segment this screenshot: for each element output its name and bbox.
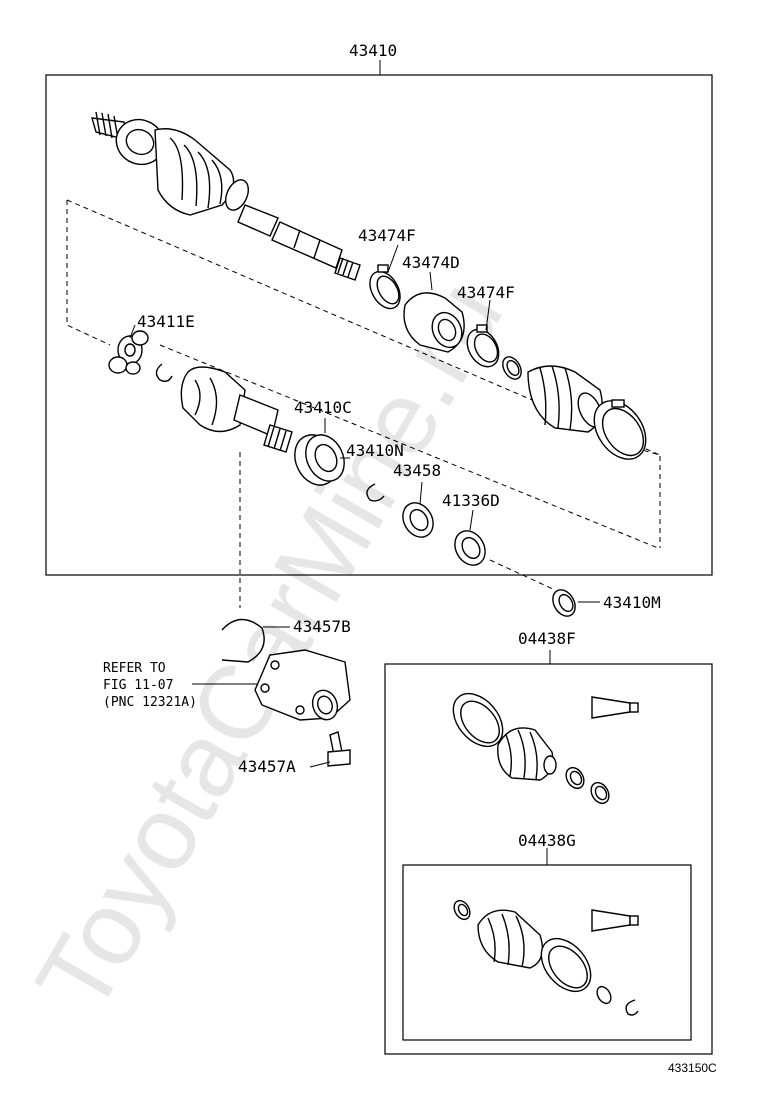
seal-icon — [402, 502, 434, 538]
boot-kit-outer-icon — [452, 692, 639, 805]
label-43474f-a: 43474F — [358, 226, 416, 245]
circlip-icon — [221, 618, 265, 663]
label-43474f-b: 43474F — [457, 283, 515, 302]
snap-ring-icon — [366, 483, 385, 502]
tripod-joint-icon — [108, 330, 149, 375]
label-43410n: 43410N — [346, 441, 404, 460]
label-43410c: 43410C — [294, 398, 352, 417]
reference-note-line1: REFER TO — [103, 661, 166, 676]
grease-tube-icon — [591, 909, 631, 932]
boot-kit-inner-icon — [453, 899, 639, 1016]
bearing-bracket-icon — [254, 649, 351, 721]
label-43474d: 43474D — [402, 253, 460, 272]
label-04438f: 04438F — [518, 629, 576, 648]
reference-note-line3: (PNC 12321A) — [103, 695, 197, 710]
reference-note-line2: FIG 11-07 — [103, 678, 173, 693]
clamp-icon — [466, 324, 500, 368]
grease-tube-icon — [591, 696, 631, 719]
snap-ring-icon — [155, 363, 173, 383]
boot-icon — [403, 292, 465, 353]
inner-joint-housing-icon — [180, 366, 293, 453]
label-43457b: 43457B — [293, 617, 351, 636]
label-04438g: 04438G — [518, 831, 576, 850]
boot-kit-outer-frame — [384, 663, 713, 1055]
label-43410: 43410 — [349, 41, 397, 60]
drive-shaft-icon — [91, 111, 361, 281]
large-clamp-icon — [593, 399, 647, 460]
bolt-icon — [327, 731, 351, 767]
label-43457a: 43457A — [238, 757, 296, 776]
bearing-ring-icon — [552, 589, 576, 617]
label-43410m: 43410M — [603, 593, 661, 612]
clamp-icon — [369, 264, 401, 310]
figure-code: 433150C — [668, 1061, 717, 1075]
label-41336d: 41336D — [442, 491, 500, 510]
assembly-frame — [45, 74, 713, 576]
bearing-icon — [294, 434, 345, 486]
watermark: ToyotaCarMine.ru — [14, 263, 525, 1032]
dust-seal-icon — [454, 530, 486, 566]
label-43458: 43458 — [393, 461, 441, 480]
label-43411e: 43411E — [137, 312, 195, 331]
exploded-assembly-outline — [66, 200, 111, 346]
